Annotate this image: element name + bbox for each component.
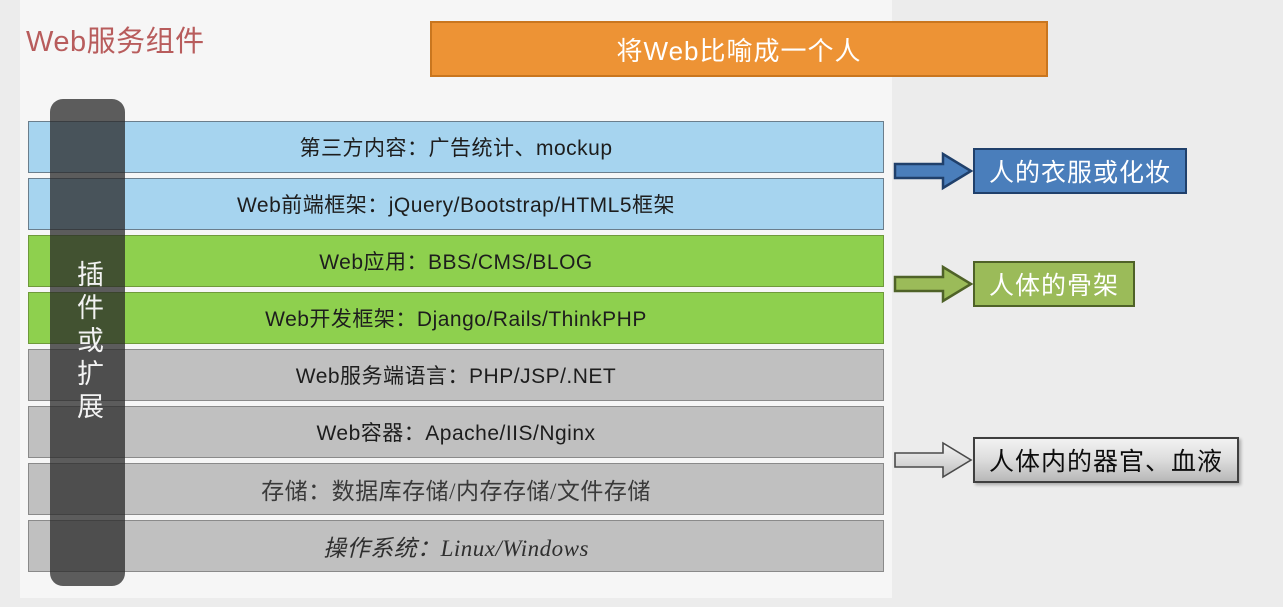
arrow-right-icon [893,263,973,305]
callout-organs-label-box[interactable]: 人体内的器官、血液 [973,437,1240,483]
page-title: Web服务组件 [26,26,205,58]
callout-clothes: 人的衣服或化妆 [893,148,1188,194]
headline-banner-label: 将Web比喻成一个人 [616,35,862,66]
stack-row-server-language[interactable]: Web服务端语言：PHP/JSP/.NET [28,349,884,401]
stack-row-label: 第三方内容：广告统计、mockup [299,137,613,160]
callout-skeleton: 人体的骨架 [893,261,1136,307]
callout-skeleton-label-box[interactable]: 人体的骨架 [973,261,1136,307]
stack-row-label: Web容器：Apache/IIS/Nginx [316,422,596,445]
stack-row-label: 存储：数据库存储/内存存储/文件存储 [261,479,651,504]
stack-row-label: Web应用：BBS/CMS/BLOG [319,251,593,274]
stack-row-label: Web开发框架：Django/Rails/ThinkPHP [265,308,647,331]
stack-row-web-container[interactable]: Web容器：Apache/IIS/Nginx [28,406,884,458]
stack-row-storage[interactable]: 存储：数据库存储/内存存储/文件存储 [28,463,884,515]
stack-row-operating-system[interactable]: 操作系统：Linux/Windows [28,520,884,572]
callout-organs-label: 人体内的器官、血液 [989,448,1224,476]
callout-clothes-label: 人的衣服或化妆 [989,159,1172,187]
callout-clothes-label-box[interactable]: 人的衣服或化妆 [973,148,1188,194]
stack-row-frontend-framework[interactable]: Web前端框架：jQuery/Bootstrap/HTML5框架 [28,178,884,230]
stack-row-web-application[interactable]: Web应用：BBS/CMS/BLOG [28,235,884,287]
stack-row-dev-framework[interactable]: Web开发框架：Django/Rails/ThinkPHP [28,292,884,344]
stack-row-label: Web服务端语言：PHP/JSP/.NET [295,365,617,388]
arrow-right-icon [893,150,973,192]
stack-row-label: Web前端框架：jQuery/Bootstrap/HTML5框架 [236,194,676,217]
callout-skeleton-label: 人体的骨架 [989,272,1120,300]
headline-banner: 将Web比喻成一个人 [430,21,1048,77]
stack-row-third-party-content[interactable]: 第三方内容：广告统计、mockup [28,121,884,173]
arrow-right-icon [893,439,973,481]
web-stack-list: 第三方内容：广告统计、mockup Web前端框架：jQuery/Bootstr… [28,121,884,577]
stack-row-label: 操作系统：Linux/Windows [323,536,589,561]
callout-organs: 人体内的器官、血液 [893,437,1240,483]
